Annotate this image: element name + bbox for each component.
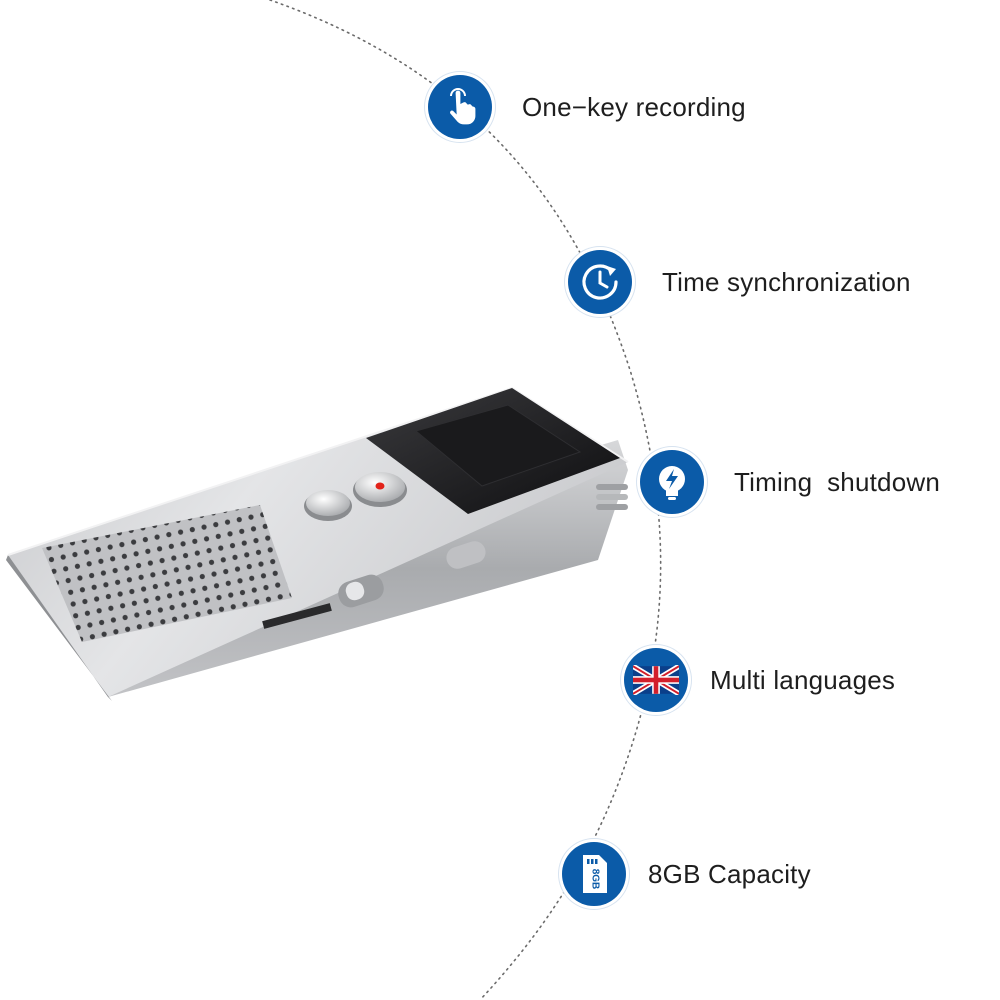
memory-card-label: 8GB — [589, 869, 600, 890]
end-cap-ridges — [596, 484, 628, 510]
clock-sync-icon — [568, 250, 632, 314]
feature-label: Time synchronization — [662, 266, 911, 297]
memory-card-8gb-icon: 8GB — [562, 842, 626, 906]
feature-one-key-recording: One−key recording — [428, 75, 746, 139]
feature-label: 8GB Capacity — [648, 858, 811, 889]
play-button-cap — [306, 490, 350, 516]
feature-timing-shutdown: Timing shutdown — [640, 450, 940, 514]
lightbulb-bolt-icon — [640, 450, 704, 514]
card-slot — [262, 603, 332, 629]
feature-label: Timing shutdown — [734, 466, 940, 497]
record-dot-icon — [375, 482, 385, 490]
feature-8gb-capacity: 8GB 8GB Capacity — [562, 842, 811, 906]
feature-multi-languages: Multi languages — [624, 648, 895, 712]
feature-label: Multi languages — [710, 664, 896, 695]
side-button[interactable] — [444, 538, 489, 571]
uk-flag-icon — [624, 648, 688, 712]
feature-label: One−key recording — [522, 91, 746, 122]
feature-time-synchronization: Time synchronization — [568, 250, 911, 314]
hand-pointer-icon — [428, 75, 492, 139]
